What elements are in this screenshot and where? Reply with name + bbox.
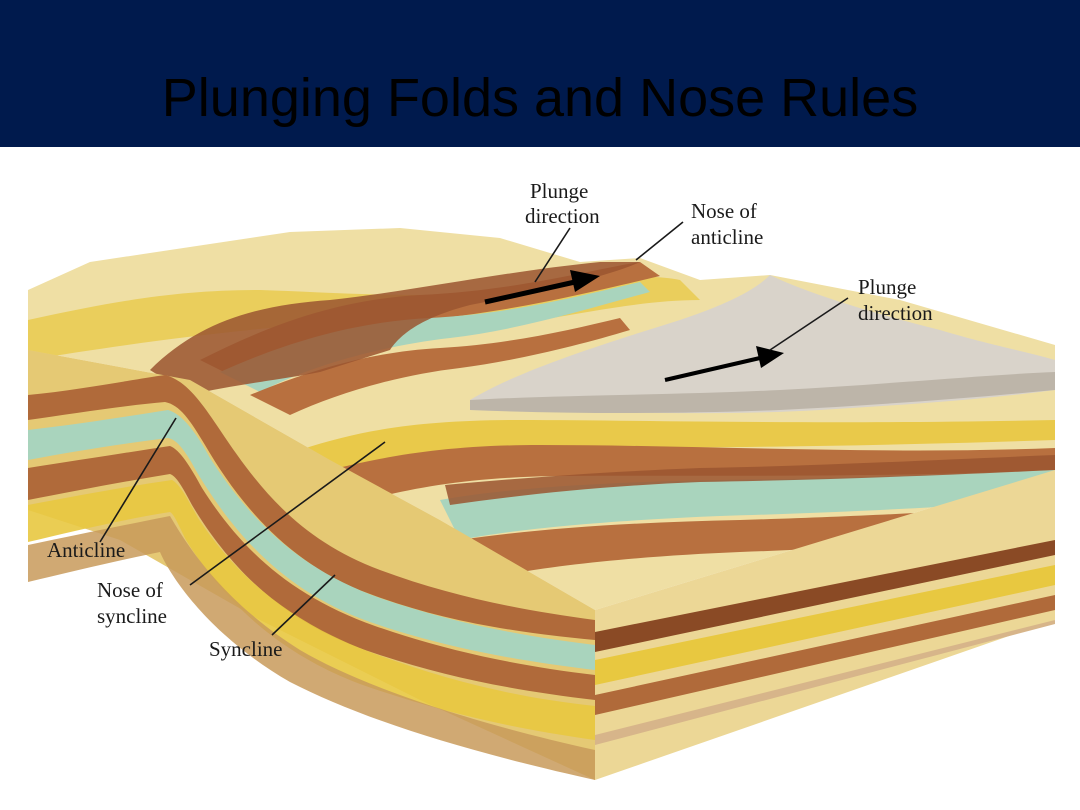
label-anticline: Anticline: [47, 538, 125, 562]
label-plunge-direction-right-2: direction: [858, 301, 933, 325]
label-nose-syncline-1: Nose of: [97, 578, 163, 602]
slide-header: [0, 0, 1080, 147]
block-front-face: [28, 350, 595, 780]
label-plunge-direction-left-2: direction: [525, 204, 600, 228]
slide-title: Plunging Folds and Nose Rules: [161, 68, 919, 128]
label-syncline: Syncline: [209, 637, 283, 661]
leader-lines: [99, 221, 849, 636]
block-top-surface: [28, 228, 1055, 610]
label-nose-anticline-1: Nose of: [691, 199, 757, 223]
block-right-face: [595, 470, 1055, 780]
plunging-fold-diagram: Plunge direction Nose of anticline Plung…: [28, 179, 1055, 780]
plunge-arrow-left: [484, 270, 600, 305]
plunge-arrow-right: [664, 346, 784, 382]
label-plunge-direction-right-1: Plunge: [858, 275, 916, 299]
label-nose-anticline-2: anticline: [691, 225, 763, 249]
label-plunge-direction-left-1: Plunge: [530, 179, 588, 203]
label-nose-syncline-2: syncline: [97, 604, 167, 628]
